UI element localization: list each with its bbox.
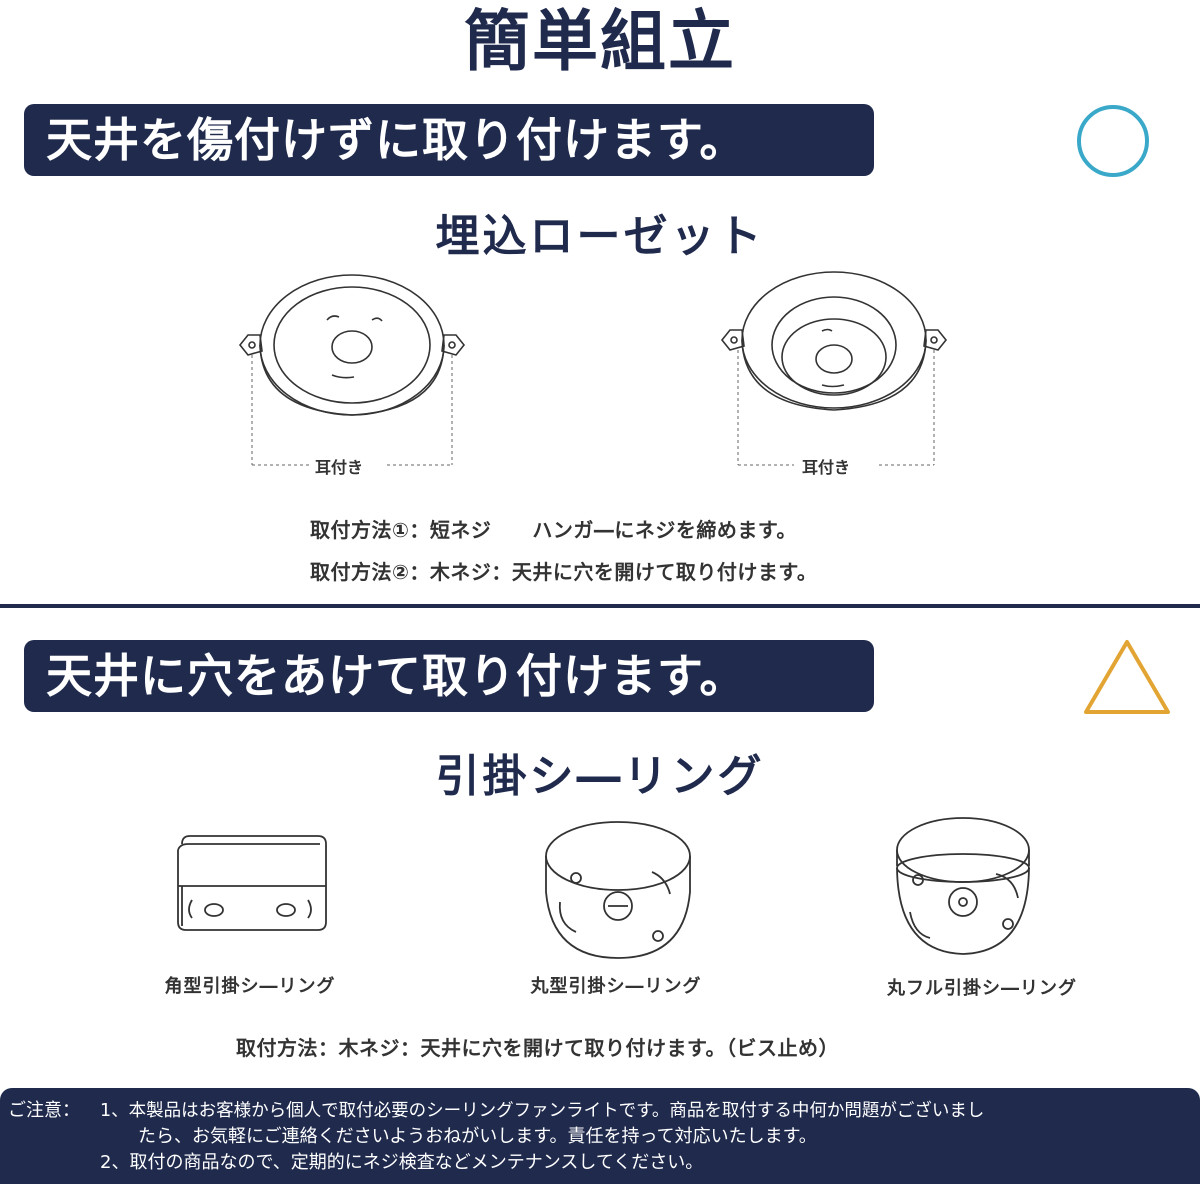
section1-banner: 天井を傷付けずに取り付けます。: [24, 104, 874, 176]
rosette-title: 埋込ローゼット: [435, 211, 765, 262]
notice-box: ご注意： 1、本製品はお客様から個人で取付必要のシーリングファンライトです。商品…: [0, 1088, 1200, 1184]
notice-line1: 1、本製品はお客様から個人で取付必要のシーリングファンライトです。商品を取付する…: [100, 1101, 985, 1121]
square-ceiling-illustration: [177, 835, 327, 931]
ceiling-hook-title: 引掛シ―リング: [435, 751, 765, 802]
rosette-left-illustration: [238, 274, 466, 466]
notice-line3: 2、取付の商品なので、定期的にネジ検査などメンテナンスしてください。: [100, 1152, 704, 1173]
notice-line2: たら、お気軽にご連絡くださいようおねがいします。責任を持って対応いたします。: [138, 1126, 817, 1147]
ceiling-mounting-method: 取付方法：木ネジ：天井に穴を開けて取り付けます。（ビス止め）: [236, 1036, 839, 1060]
ear-label-left: 耳付き: [309, 454, 370, 478]
section2-banner: 天井に穴をあけて取り付けます。: [24, 640, 874, 712]
square-ceiling-label: 角型引掛シ―リング: [164, 976, 336, 997]
section-divider: [0, 604, 1200, 608]
mounting-method-2: 取付方法②：木ネジ：天井に穴を開けて取り付けます。: [310, 560, 818, 584]
round-ceiling-label: 丸型引掛シ―リング: [530, 976, 702, 997]
circle-symbol-icon: [1077, 105, 1149, 177]
full-round-ceiling-illustration: [896, 817, 1030, 955]
full-round-ceiling-label: 丸フル引掛シ―リング: [887, 978, 1077, 999]
mounting-method-1: 取付方法①：短ネジ ハンガ―にネジを締めます。: [310, 518, 797, 542]
notice-prefix: ご注意：: [8, 1100, 80, 1121]
triangle-symbol-icon: [1084, 640, 1170, 714]
rosette-right-illustration: [720, 271, 948, 466]
ear-label-right: 耳付き: [796, 454, 857, 478]
round-ceiling-illustration: [545, 821, 691, 959]
page-title: 簡単組立: [464, 3, 736, 80]
